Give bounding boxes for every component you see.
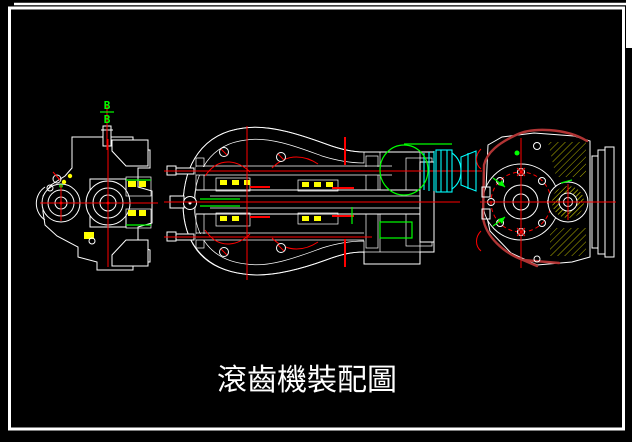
left-section-view: B B: [35, 99, 158, 271]
drawing-frame: [8, 0, 632, 431]
fitting-arrow-top: [492, 177, 506, 188]
front-section-view: [164, 126, 482, 280]
housing-wall-top: [182, 126, 365, 205]
section-label: B B: [100, 99, 114, 126]
section-label-top: B: [104, 99, 111, 112]
highlight-circle: [379, 144, 429, 196]
drawing-title: 滾齒機裝配圖: [217, 364, 397, 397]
fitting-arrow-bottom: [492, 216, 506, 227]
side-view: [476, 128, 616, 268]
section-label-bottom: B: [104, 113, 111, 126]
frame-edge-right: [626, 0, 632, 48]
oil-pipe: [481, 128, 589, 265]
